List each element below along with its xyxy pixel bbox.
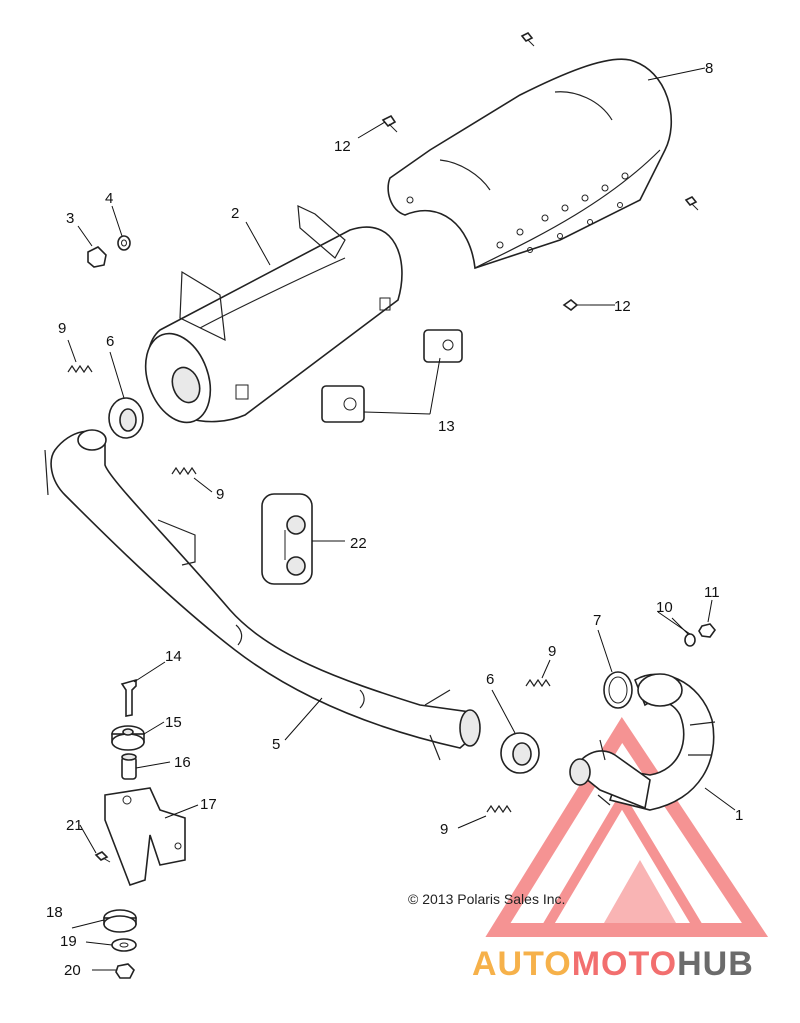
callout-4: 4 (105, 190, 113, 207)
callout-10: 10 (656, 599, 673, 616)
callout-22: 22 (350, 535, 367, 552)
callout-14: 14 (165, 648, 182, 665)
part-13-isolator-lower (321, 385, 365, 423)
callout-labels: 1 2 3 4 5 6 6 7 8 9 9 9 9 10 11 12 12 13… (46, 60, 743, 979)
callout-19: 19 (60, 933, 77, 950)
leader-lines (67, 67, 736, 971)
part-16-sleeve (121, 753, 137, 780)
top-bolt (520, 31, 535, 47)
right-bolt (684, 195, 699, 211)
callout-11: 11 (704, 584, 720, 601)
callout-17: 17 (200, 796, 217, 813)
part-12-bolt-lower (562, 298, 590, 312)
copyright-notice: © 2013 Polaris Sales Inc. (408, 891, 565, 907)
callout-9-lower: 9 (440, 821, 448, 838)
part-18-grommet (103, 909, 137, 933)
callout-12-upper: 12 (334, 138, 351, 155)
part-12-bolt-upper (381, 114, 398, 133)
watermark-brand: AUTOMOTOHUB (472, 945, 754, 983)
part-6-gasket-pipe (500, 732, 540, 774)
part-11-nut (698, 623, 717, 638)
part-9-spring-2 (171, 466, 197, 476)
part-20-nut (115, 963, 135, 979)
part-3-cap-nut (87, 246, 107, 268)
part-1-y-pipe (569, 673, 716, 811)
callout-9-right: 9 (548, 643, 556, 660)
callout-9-upper-left: 9 (58, 320, 66, 337)
callout-6-upper: 6 (106, 333, 114, 350)
heat-shield-vent-holes (496, 172, 629, 253)
part-6-gasket-muffler (108, 397, 144, 439)
part-19-washer (111, 938, 137, 952)
callout-7: 7 (593, 612, 601, 629)
callout-21: 21 (66, 817, 83, 834)
callout-15: 15 (165, 714, 182, 731)
part-13-isolator-upper (423, 329, 463, 363)
part-7-seal-ring (603, 671, 633, 709)
part-14-bolt (120, 678, 137, 717)
callout-18: 18 (46, 904, 63, 921)
part-9-spring-4 (486, 804, 512, 814)
callout-9-middle: 9 (216, 486, 224, 503)
part-8-heat-shield (387, 58, 673, 270)
callout-12-lower: 12 (614, 298, 631, 315)
watermark-triangle-logo (485, 717, 769, 937)
callout-20: 20 (64, 962, 81, 979)
part-10-washer (684, 633, 696, 647)
part-5-head-pipe (44, 429, 481, 761)
part-17-bracket (104, 787, 186, 887)
callout-2: 2 (231, 205, 239, 222)
part-9-spring-1 (67, 364, 93, 374)
part-4-washer (117, 235, 131, 251)
watermark-auto: AUTO (472, 945, 572, 983)
callout-6-lower: 6 (486, 671, 494, 688)
callout-5: 5 (272, 736, 280, 753)
part-9-spring-3 (525, 678, 551, 688)
part-2-muffler (144, 205, 403, 424)
part-15-grommet (111, 725, 145, 751)
callout-3: 3 (66, 210, 74, 227)
part-22-mount-block (261, 493, 313, 585)
callout-8: 8 (705, 60, 713, 77)
watermark-moto: MOTO (572, 945, 677, 983)
callout-1: 1 (735, 807, 743, 824)
watermark-hub: HUB (677, 945, 754, 983)
callout-13: 13 (438, 418, 455, 435)
part-21-bolt (94, 851, 111, 863)
callout-16: 16 (174, 754, 191, 771)
